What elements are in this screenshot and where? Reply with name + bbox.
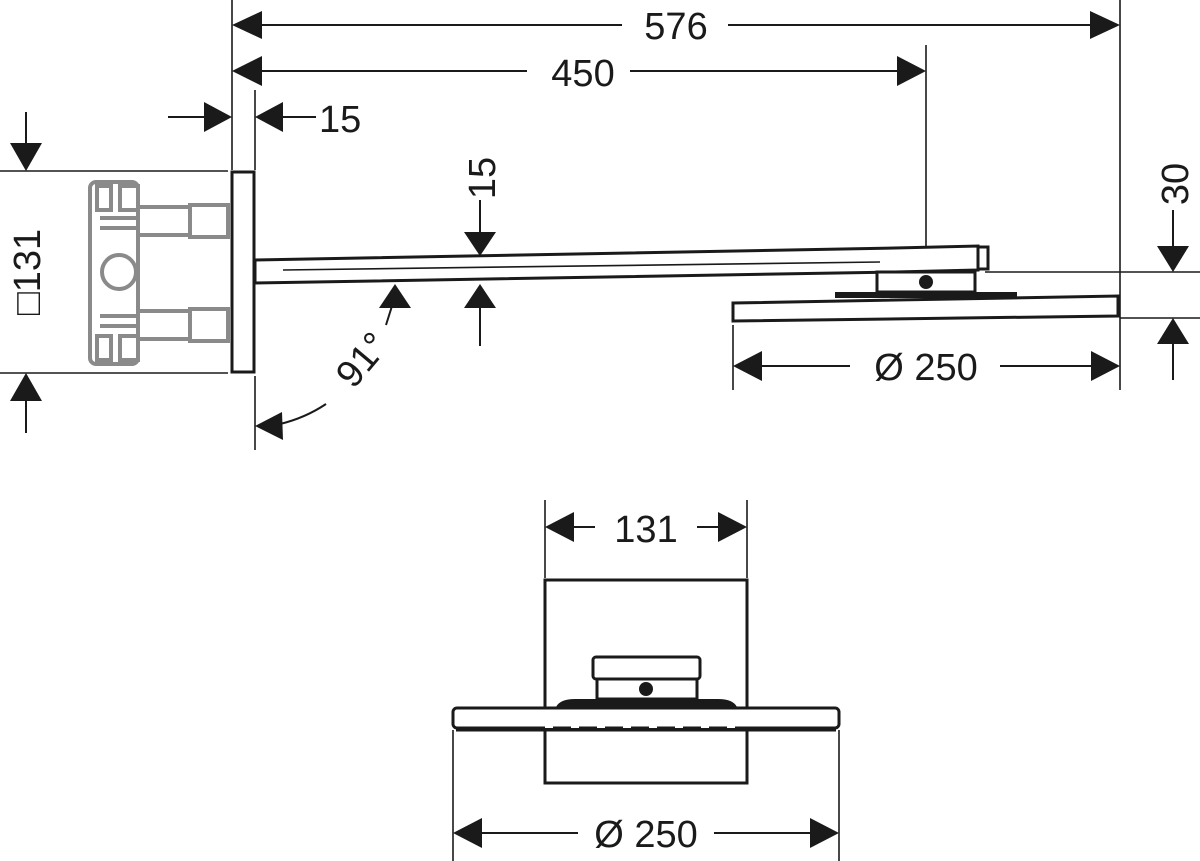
wall-flange <box>230 170 256 374</box>
dimension-450: 450 <box>232 53 926 95</box>
concealed-mounting-body <box>88 180 230 366</box>
dimension-flange-depth: 15 <box>168 99 361 141</box>
dimension-label: 15 <box>319 99 361 141</box>
side-view: 576 450 15 □131 <box>0 0 1200 450</box>
dimension-label: □131 <box>7 229 49 315</box>
dimension-arm-angle: 91° <box>255 284 411 440</box>
dimension-arm-thickness: 15 <box>462 157 504 346</box>
shower-head-side <box>731 270 1120 323</box>
dimension-label: 450 <box>551 53 614 95</box>
dimension-label: 15 <box>462 157 504 199</box>
dimension-label: Ø 250 <box>594 814 698 856</box>
dimension-label: 91° <box>328 325 397 396</box>
dimension-flange-size: □131 <box>7 112 49 433</box>
dimension-label: 576 <box>644 6 707 48</box>
shower-head-front <box>451 706 841 732</box>
screw-icon <box>919 275 933 289</box>
front-view: 131 Ø 250 <box>451 500 841 861</box>
dimension-label: 131 <box>614 509 677 551</box>
shower-arm <box>253 244 990 285</box>
dimension-head-height: 30 <box>1155 163 1197 380</box>
dimension-576: 576 <box>232 6 1120 48</box>
head-connector-front <box>556 655 737 707</box>
dimension-head-diameter-side: Ø 250 <box>733 347 1120 389</box>
screw-icon <box>639 682 653 696</box>
dimension-flange-width: 131 <box>544 500 748 578</box>
dimension-label: 30 <box>1155 163 1197 205</box>
dimension-label: Ø 250 <box>874 347 978 389</box>
dimension-head-diameter-front: Ø 250 <box>452 730 840 861</box>
